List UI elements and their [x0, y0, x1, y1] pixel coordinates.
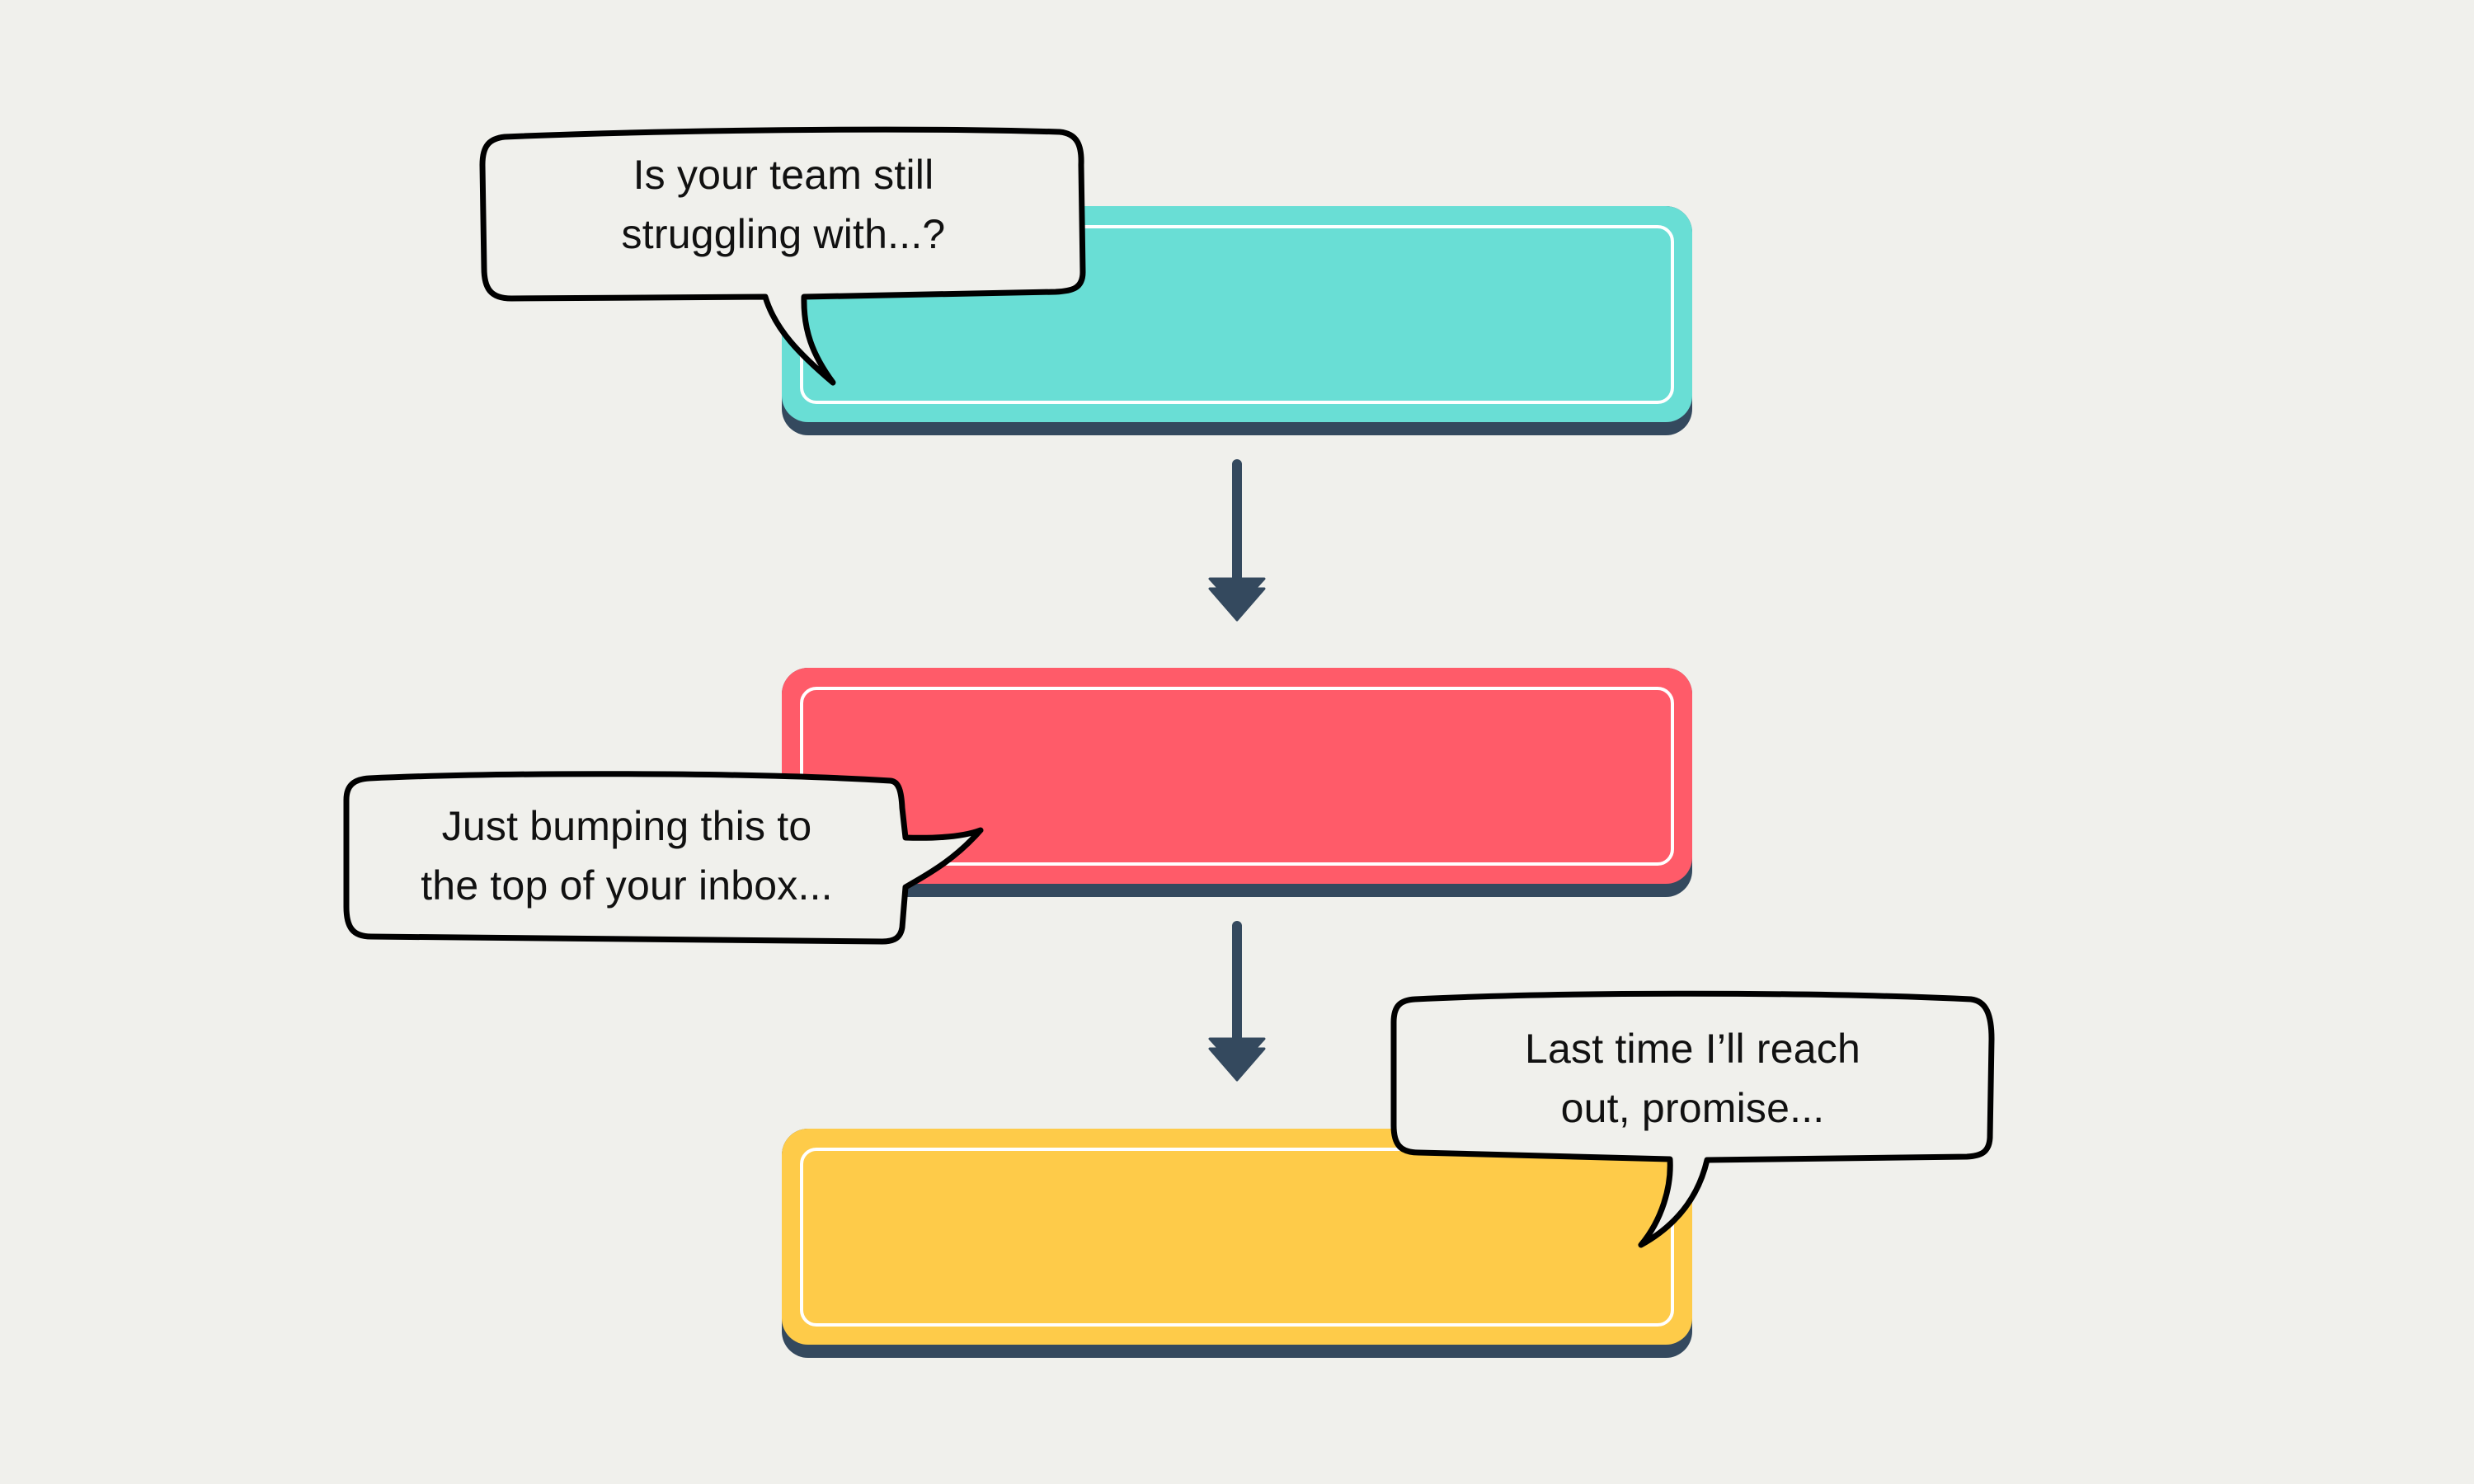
speech-bubble-1-line-2: struggling with...?: [621, 211, 946, 257]
speech-bubble-1-shape: [479, 126, 1086, 386]
speech-bubble-1-text: Is your team still struggling with...?: [495, 145, 1072, 264]
speech-bubble-2-text: Just bumping this to the top of your inb…: [355, 796, 899, 915]
speech-bubble-2-line-1: Just bumping this to: [441, 803, 812, 849]
step-3-inner-border: [800, 1148, 1674, 1327]
speech-bubble-3-line-2: out, promise...: [1560, 1085, 1825, 1131]
speech-bubble-3-line-1: Last time I’ll reach: [1525, 1026, 1860, 1072]
speech-bubble-1-line-1: Is your team still: [633, 152, 934, 198]
speech-bubble-3-text: Last time I’ll reach out, promise...: [1402, 1019, 1983, 1138]
step-3-box: [782, 1129, 1692, 1358]
speech-bubble-2-line-2: the top of your inbox...: [421, 862, 833, 909]
step-3-face: [782, 1129, 1692, 1345]
speech-bubble-3-shape: [1390, 990, 1995, 1248]
speech-bubble-2-shape: [343, 771, 984, 945]
